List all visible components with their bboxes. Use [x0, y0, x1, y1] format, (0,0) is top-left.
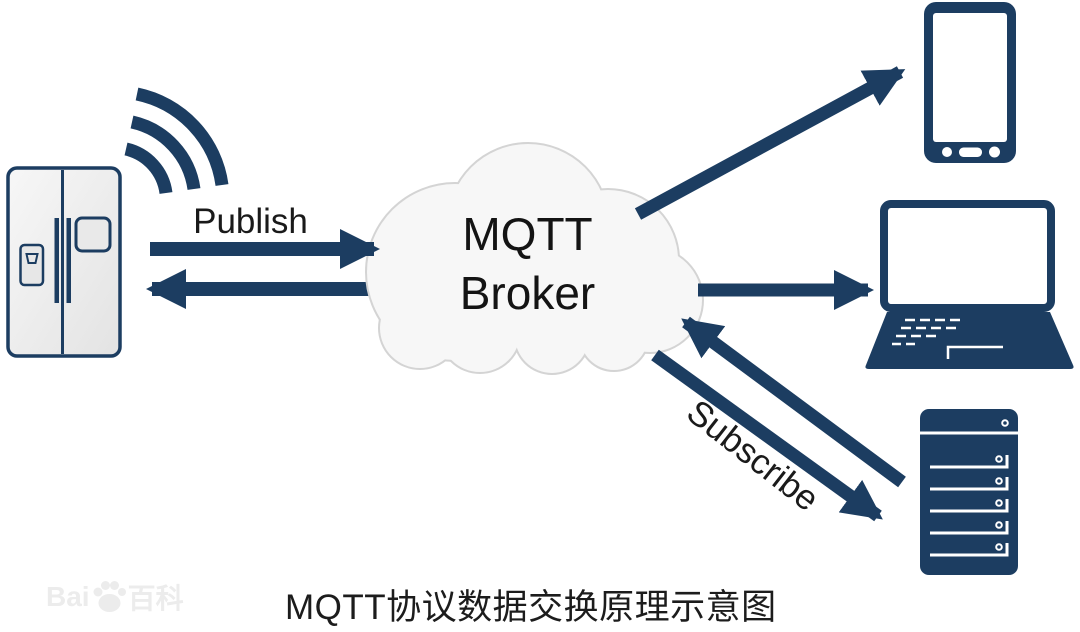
phone-button-right: [989, 146, 1000, 158]
fridge-dispenser-cup: [25, 253, 39, 264]
baidu-baike-watermark: Bai 百科: [46, 577, 184, 617]
wifi-arc-outer: [135, 87, 229, 187]
phone-home-button: [959, 147, 982, 157]
laptop-touchpad: [946, 345, 1003, 359]
watermark-text-suffix: 百科: [127, 583, 184, 614]
server-slot-5: [930, 543, 1009, 557]
refrigerator-icon: [6, 166, 122, 358]
wifi-arc-inner: [124, 142, 173, 195]
server-led-5: [995, 543, 1003, 551]
phone-button-left: [942, 147, 952, 157]
broker-label-line1: MQTT: [462, 208, 593, 260]
broker-to-server-arrow: [651, 349, 883, 522]
laptop-screen-frame: [880, 200, 1055, 312]
phone-screen: [933, 13, 1007, 142]
server-to-broker-arrow: [681, 316, 906, 488]
server-led-top: [1001, 419, 1009, 427]
server-led-1: [995, 455, 1003, 463]
publish-label: Publish: [193, 202, 308, 241]
server-led-3: [995, 499, 1003, 507]
server-led-2: [995, 477, 1003, 485]
watermark-text-prefix: Bai: [46, 581, 90, 612]
laptop-base: [865, 312, 1074, 369]
fridge-dispenser: [19, 243, 45, 287]
laptop-icon: [865, 200, 1074, 369]
server-icon: [920, 409, 1018, 575]
wifi-signal-icon: [124, 87, 229, 195]
diagram-caption: MQTT协议数据交换原理示意图: [285, 588, 777, 627]
broker-label: MQTT Broker: [405, 205, 650, 323]
baidu-paw-icon: [93, 581, 126, 612]
server-slot-2: [930, 477, 1009, 491]
server-slot-3: [930, 499, 1009, 513]
fridge-handle-right: [66, 218, 71, 303]
server-slot-1: [930, 455, 1009, 469]
fridge-handle-left: [54, 218, 59, 303]
smartphone-icon: [924, 2, 1016, 163]
laptop-keyboard: [892, 318, 960, 346]
wifi-arc-middle: [130, 115, 201, 191]
server-led-4: [995, 521, 1003, 529]
fridge-ice-box: [74, 216, 112, 253]
broker-to-phone-arrow: [634, 66, 906, 220]
server-slot-4: [930, 521, 1009, 535]
broker-label-line2: Broker: [459, 267, 596, 319]
